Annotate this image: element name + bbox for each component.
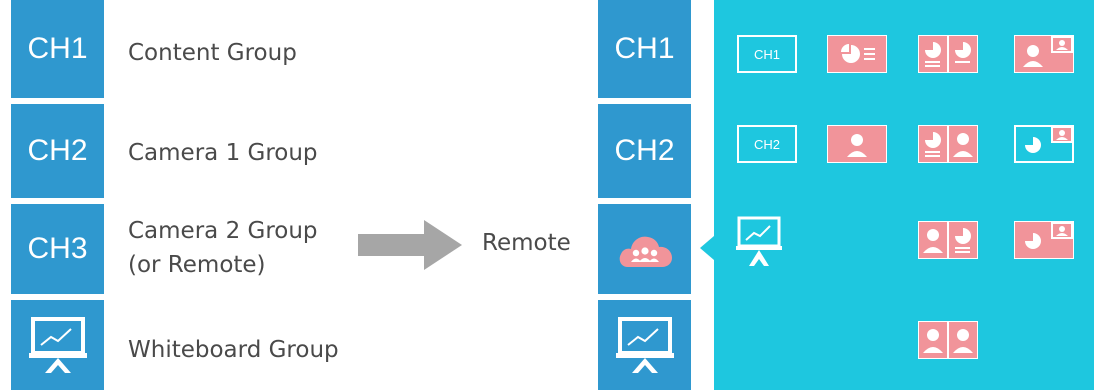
panel-pointer (700, 236, 714, 260)
whiteboard-icon (615, 317, 674, 373)
channel-tile-ch1: CH1 (11, 0, 104, 98)
layout-camera-content-split-icon[interactable] (917, 220, 979, 264)
remote-label: Remote (482, 230, 571, 256)
layout-camera-pip-icon[interactable] (1013, 34, 1075, 78)
whiteboard-tile (11, 300, 104, 390)
layout-content-pip-outline-icon[interactable] (1014, 125, 1074, 168)
right-arrow-icon (358, 220, 462, 270)
layout-dual-camera-icon[interactable] (917, 320, 979, 364)
cloud-group-icon (619, 236, 672, 267)
channel-tile-label: CH2 (27, 134, 88, 167)
right-channel-tile-ch1: CH1 (598, 0, 691, 98)
group-label-content: Content Group (128, 40, 297, 66)
layout-channel-label: CH1 (754, 47, 780, 62)
layout-channel-label: CH2 (754, 137, 780, 152)
layout-content-side-by-side-icon[interactable] (917, 34, 979, 78)
channel-tile-label: CH3 (27, 232, 88, 265)
layout-whiteboard-icon[interactable] (735, 216, 783, 273)
right-whiteboard-tile (598, 300, 691, 390)
right-channel-tile-ch2: CH2 (598, 104, 691, 198)
layout-content-camera-split-icon[interactable] (917, 124, 979, 168)
group-label-whiteboard: Whiteboard Group (128, 337, 339, 363)
layout-ch1-only-icon[interactable]: CH1 (737, 35, 797, 78)
group-label-camera-1: Camera 1 Group (128, 140, 318, 166)
layout-content-pip-filled-icon[interactable] (1013, 220, 1075, 264)
remote-tile (598, 204, 691, 294)
channel-tile-ch2: CH2 (11, 104, 104, 198)
channel-tile-label: CH1 (27, 32, 88, 65)
group-label-camera-2: Camera 2 Group (or Remote) (128, 218, 318, 278)
channel-tile-label: CH1 (614, 32, 675, 65)
whiteboard-icon (28, 317, 87, 373)
channel-tile-ch3: CH3 (11, 204, 104, 294)
layout-camera-fullscreen-icon[interactable] (826, 124, 888, 168)
layout-ch2-only-icon[interactable]: CH2 (737, 125, 797, 168)
layout-content-fullscreen-icon[interactable] (826, 34, 888, 78)
channel-tile-label: CH2 (614, 134, 675, 167)
